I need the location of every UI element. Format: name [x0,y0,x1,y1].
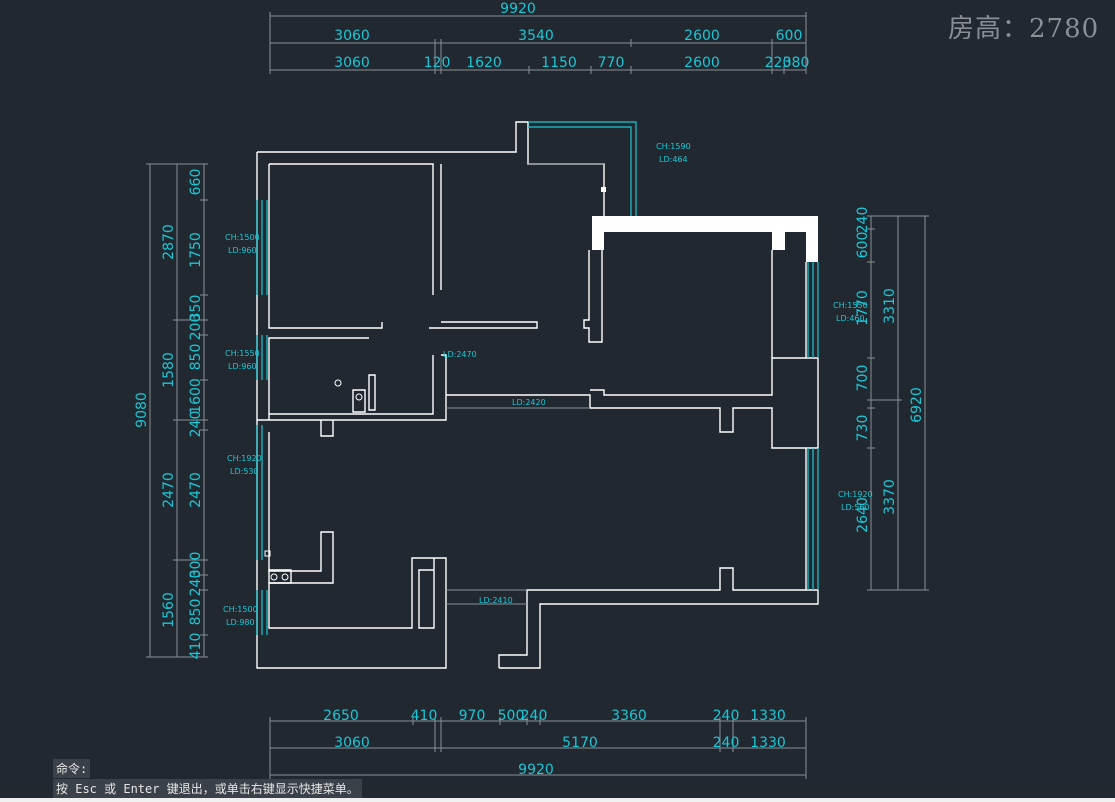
dim-top-r3-8: 380 [783,55,810,71]
window-label-ch: CH:1500 [225,233,260,242]
window-label-ld: LD:530 [230,467,259,476]
window-label-ch: CH:1500 [223,605,258,614]
command-area: 命令: 按 Esc 或 Enter 键退出，或单击右键显示快捷菜单。 [0,756,1115,802]
command-input[interactable] [0,798,1115,802]
dim-bottom-r1-3: 970 [459,708,486,724]
dim-bottom-r2-3: 240 [713,735,740,751]
dim-left-inner-9: 300 [188,552,204,579]
dim-top-r3-2: 120 [424,55,451,71]
dim-right-mid-2: 3370 [882,479,898,515]
dim-bottom-r1-1: 2650 [323,708,359,724]
dim-left-inner-8: 2470 [188,472,204,508]
dim-left-inner-11: 850 [188,599,204,626]
dim-bottom-r2-4: 1330 [750,735,786,751]
window-label-ch: CH:1920 [838,490,873,499]
dim-top-r3-6: 2600 [684,55,720,71]
dim-right-outer: 6920 [909,387,925,423]
dim-bottom-r3-1: 9920 [518,762,554,778]
window-label-ch: CH:1550 [225,349,260,358]
dim-top-r3-4: 1150 [541,55,577,71]
outlet-icon [264,550,271,557]
dim-left-inner-6: 1600 [188,378,204,414]
dim-bottom-r2-1: 3060 [334,735,370,751]
dim-top-r3-7: 220 [765,55,792,71]
dim-top-r3-3: 1620 [466,55,502,71]
dim-bottom-r1-4: 500 [498,708,525,724]
dim-left-inner-4: 200 [188,314,204,341]
dim-bottom-r1-6: 3360 [611,708,647,724]
dimension-texts: 9920 3060 3540 2600 600 3060 120 1620 11… [134,1,925,778]
bold-wall-block [592,187,818,262]
dim-bottom-r1-5: 240 [521,708,548,724]
dim-bottom-r1-8: 1330 [750,708,786,724]
stove-burner-icon [270,573,278,581]
dim-top-r2-2: 3540 [518,28,554,44]
dim-left-inner-1: 660 [188,169,204,196]
dim-left-mid-4: 1560 [161,592,177,628]
dimension-lines [146,12,929,779]
window-label-ld: LD:560 [841,503,870,512]
dim-top-r2-3: 2600 [684,28,720,44]
dim-left-mid-1: 2870 [161,224,177,260]
window-label-ld: LD:464 [659,155,688,164]
stove-burner-icon [281,573,289,581]
windows [256,121,819,635]
window-label-ld: LD:460 [836,314,865,323]
dim-top-r2-4: 600 [776,28,803,44]
dim-top-total: 9920 [500,1,536,17]
fixtures [264,379,363,581]
dim-right-inner-2: 600 [855,232,871,259]
door-label: LD:2470 [443,350,477,359]
dim-top-r3-5: 770 [598,55,625,71]
floor-plan-walls [256,121,819,669]
dim-bottom-r1-7: 240 [713,708,740,724]
dim-left-inner-10: 240 [188,570,204,597]
window-label-ch: CH:1590 [656,142,691,151]
dim-top-r2-1: 3060 [334,28,370,44]
dim-left-mid-2: 1580 [161,352,177,388]
sink-icon [355,393,363,401]
dim-right-inner-4: 700 [855,365,871,392]
command-prompt: 命令: [53,759,91,778]
dim-left-outer: 9080 [134,392,150,428]
dim-right-inner-5: 730 [855,415,871,442]
room-height-label: 房高：2780 [948,14,1100,44]
window-label-ld: LD:960 [228,246,257,255]
dim-right-inner-1: 240 [855,207,871,234]
dim-bottom-r1-2: 410 [411,708,438,724]
dim-left-mid-3: 2470 [161,472,177,508]
window-label-ch: CH:1920 [227,454,262,463]
dim-left-inner-7: 240 [188,411,204,438]
dim-left-inner-3: 350 [188,295,204,322]
door-label: LD:2420 [512,398,546,407]
window-labels: CH:1590 LD:464 CH:1500 LD:960 CH:1550 LD… [223,142,873,627]
window-label-ch: CH:1550 [833,301,868,310]
door-label: LD:2410 [479,596,513,605]
window-label-ld: LD:960 [228,362,257,371]
door-opening-lines [446,163,604,605]
dim-right-inner-3: 1770 [855,290,871,326]
dim-right-mid-1: 3310 [882,288,898,324]
dim-bottom-r2-2: 5170 [562,735,598,751]
dim-left-inner-12: 410 [188,633,204,660]
dim-right-inner-6: 2640 [855,497,871,533]
dim-left-inner-2: 1750 [188,232,204,268]
window-label-ld: LD:980 [226,618,255,627]
dim-top-r3-1: 3060 [334,55,370,71]
dim-left-inner-5: 850 [188,344,204,371]
command-hint: 按 Esc 或 Enter 键退出，或单击右键显示快捷菜单。 [53,779,362,798]
floor-drain-icon [334,379,342,387]
